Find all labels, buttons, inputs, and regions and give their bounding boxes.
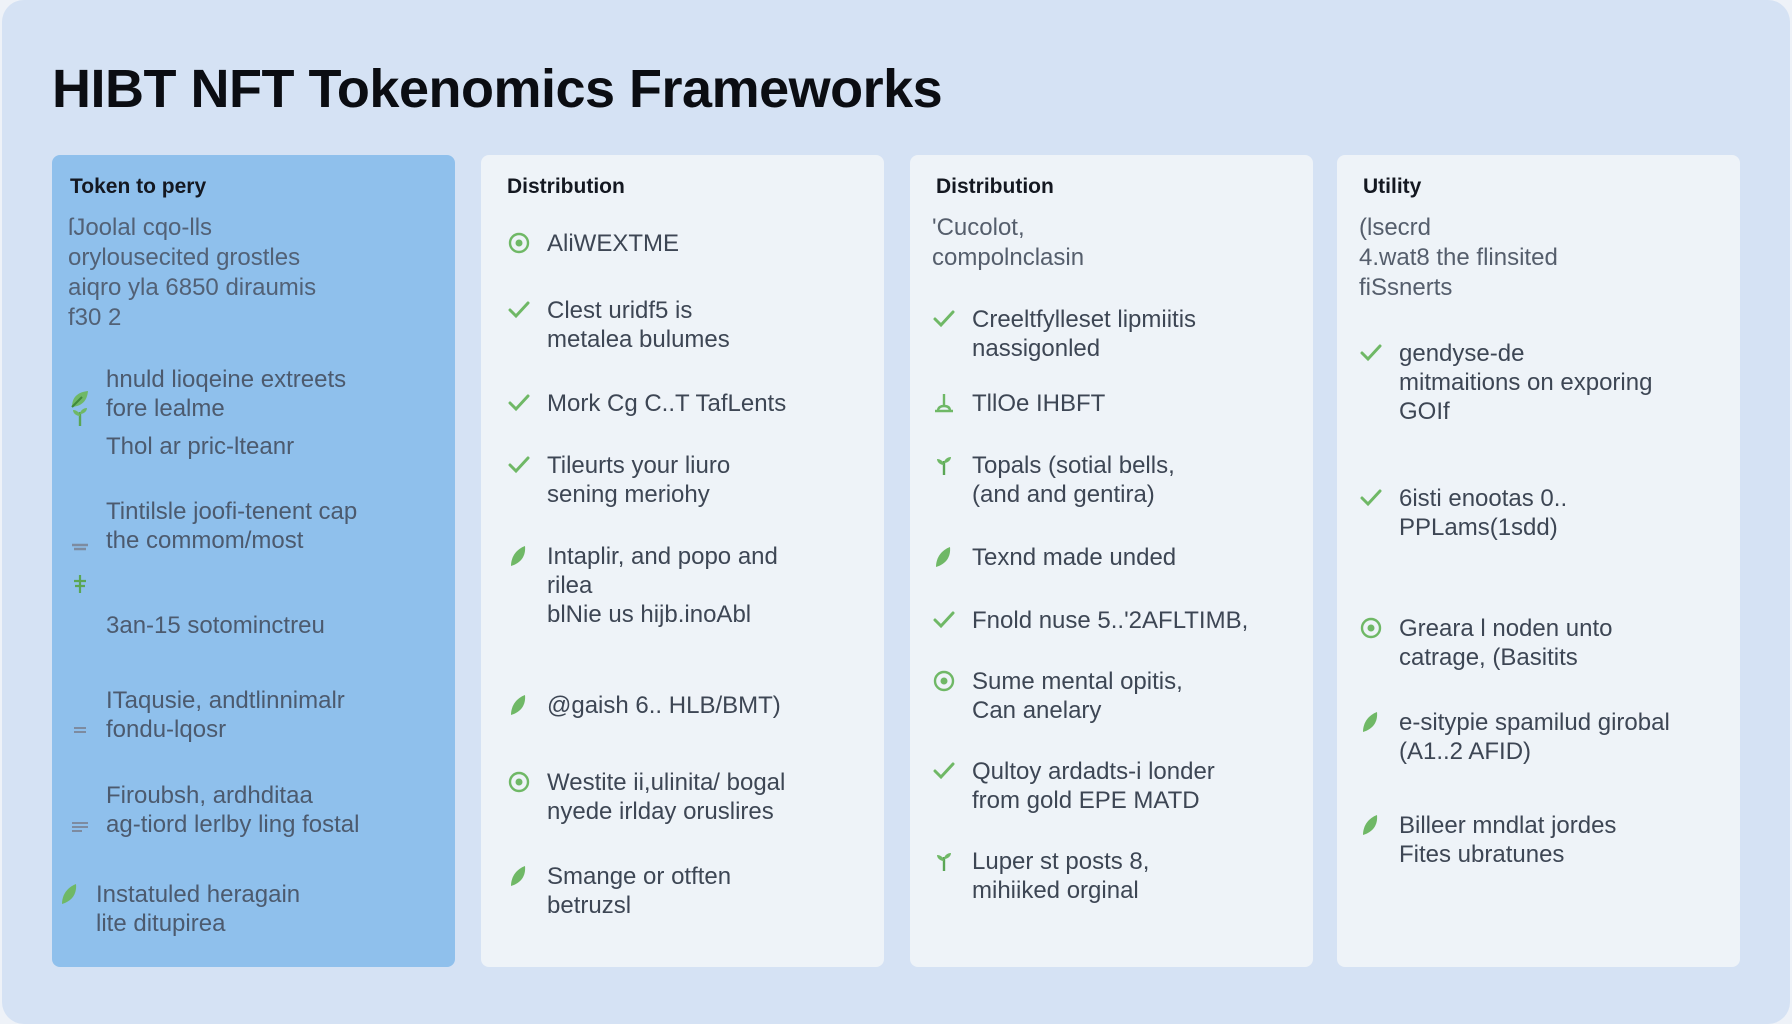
sprout-icon [932, 849, 956, 873]
check-icon [1359, 341, 1383, 365]
column-heading: Token to pery [70, 175, 207, 198]
leaf-icon [932, 545, 956, 569]
column-card-token[interactable]: Token to pery ſJoolal cqo-lls orylouseci… [52, 155, 455, 967]
column-intro: ſJoolal cqo-lls orylousecited grostles a… [68, 214, 317, 331]
column-card-distribution-2[interactable]: Distribution 'Cucolot, compolnclasin Cre… [910, 155, 1313, 967]
dash-icon [68, 716, 92, 740]
target-icon [932, 669, 956, 693]
check-icon [507, 453, 531, 477]
target-icon [507, 770, 531, 794]
leaf-icon [507, 693, 531, 717]
page-title: HIBT NFT Tokenomics Frameworks [52, 59, 943, 119]
check-icon [507, 391, 531, 415]
leaf-icon [58, 882, 82, 906]
check-icon [1359, 486, 1383, 510]
check-icon [507, 298, 531, 322]
column-heading: Distribution [507, 175, 625, 198]
leaf-icon [68, 387, 92, 411]
check-icon [932, 608, 956, 632]
check-icon [932, 307, 956, 331]
leaf-icon [1359, 710, 1383, 734]
target-icon [1359, 616, 1383, 640]
check-icon [932, 759, 956, 783]
column-intro: (lsecrd 4.wat8 the flinsited fiSsnerts [1359, 214, 1558, 301]
leaf-icon [507, 864, 531, 888]
sprout-icon [68, 404, 92, 428]
column-card-distribution-1[interactable]: Distribution AliWEXTME Clest uridf5 is m… [481, 155, 884, 967]
pin-icon [932, 391, 956, 415]
column-card-utility[interactable]: Utility (lsecrd 4.wat8 the flinsited fiS… [1337, 155, 1740, 967]
column-heading: Distribution [936, 175, 1054, 198]
leaf-icon [1359, 813, 1383, 837]
column-intro: 'Cucolot, compolnclasin [932, 214, 1085, 271]
target-icon [507, 231, 531, 255]
dash-icon [68, 813, 92, 837]
dash-icon [68, 531, 92, 555]
column-heading: Utility [1363, 175, 1422, 198]
leaf-icon [507, 544, 531, 568]
sprout-icon [932, 453, 956, 477]
sprout-icon [68, 571, 92, 595]
